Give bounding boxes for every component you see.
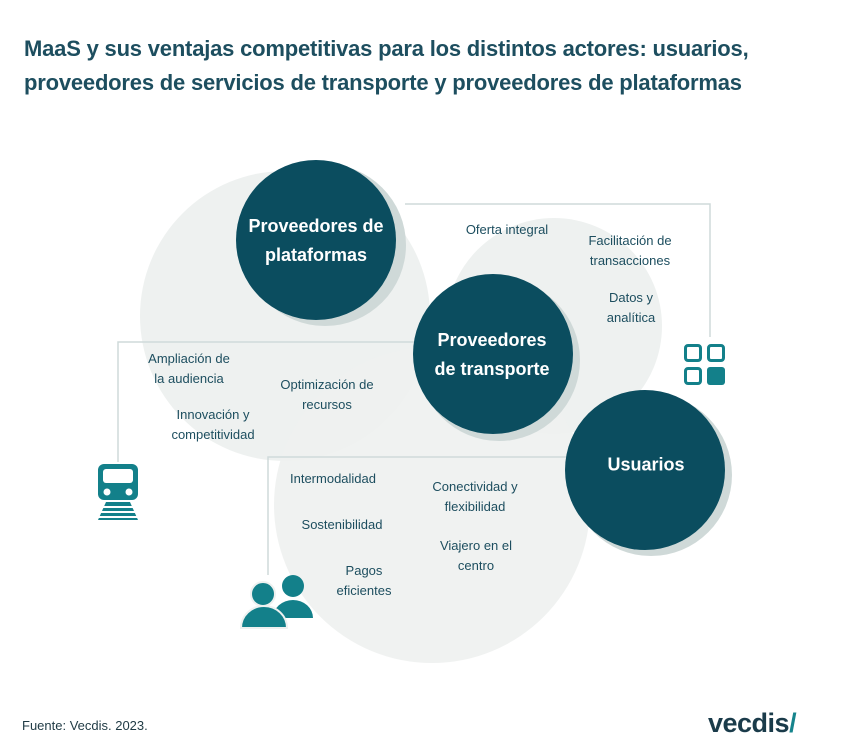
connector-users <box>267 456 575 575</box>
node-platforms <box>236 160 396 320</box>
advantage-label: Pagos eficientes <box>337 561 392 601</box>
vecdis-logo: vecdis/ <box>708 708 797 739</box>
advantage-line: Pagos <box>345 563 383 578</box>
train-icon <box>98 464 138 520</box>
diagram-title: MaaS y sus ventajas competitivas para lo… <box>24 36 749 95</box>
connector-platforms <box>405 203 711 337</box>
advantage-line: Facilitación de <box>588 233 672 248</box>
connector-transport <box>117 341 425 462</box>
node-label-platforms: Proveedores de plataformas <box>248 212 383 270</box>
source-note: Fuente: Vecdis. 2023. <box>22 718 148 733</box>
users-icon <box>239 575 313 629</box>
advantage-line: analítica <box>606 310 656 325</box>
advantage-line: la audiencia <box>154 371 224 386</box>
node-label-line: de transporte <box>434 359 550 379</box>
node-transport <box>413 274 573 434</box>
advantage-line: eficientes <box>336 583 392 598</box>
advantage-line: Datos y <box>608 290 654 305</box>
advantage-line: transacciones <box>589 253 671 268</box>
advantage-label: Facilitación de transacciones <box>588 231 671 271</box>
advantage-label: Innovación y competitividad <box>171 405 254 445</box>
advantage-label: Optimización de recursos <box>280 375 373 415</box>
advantage-label: Conectividad y flexibilidad <box>432 477 517 517</box>
advantage-line: Sostenibilidad <box>301 517 383 532</box>
advantage-line: Intermodalidad <box>290 471 376 486</box>
logo-mark: / <box>789 708 797 738</box>
advantage-line: Conectividad y <box>432 479 518 494</box>
advantage-label: Intermodalidad <box>290 469 376 489</box>
advantage-line: centro <box>457 558 495 573</box>
advantage-line: competitividad <box>171 427 255 442</box>
node-label-users: Usuarios <box>607 454 685 475</box>
advantage-label: Ampliación de la audiencia <box>148 349 230 389</box>
advantage-line: Innovación y <box>176 407 250 422</box>
node-label-transport: Proveedores de transporte <box>434 326 549 384</box>
advantage-line: recursos <box>302 397 352 412</box>
logo-text: vecdis <box>708 708 790 738</box>
grid-apps-icon <box>684 344 725 385</box>
node-users <box>565 390 725 550</box>
advantage-line: flexibilidad <box>444 499 506 514</box>
advantage-line: Optimización de <box>280 377 374 392</box>
advantage-line: Viajero en el <box>439 538 513 553</box>
node-label-line: Proveedores <box>437 330 547 350</box>
advantage-label: Oferta integral <box>466 220 548 240</box>
advantage-line: Ampliación de <box>148 351 230 366</box>
advantage-label: Sostenibilidad <box>302 515 383 535</box>
advantage-label: Viajero en el centro <box>440 536 512 576</box>
node-label-line: Proveedores de <box>248 216 384 236</box>
advantage-label: Datos y analítica <box>607 288 655 328</box>
node-label-line: plataformas <box>264 245 368 265</box>
advantage-line: Oferta integral <box>465 222 549 237</box>
